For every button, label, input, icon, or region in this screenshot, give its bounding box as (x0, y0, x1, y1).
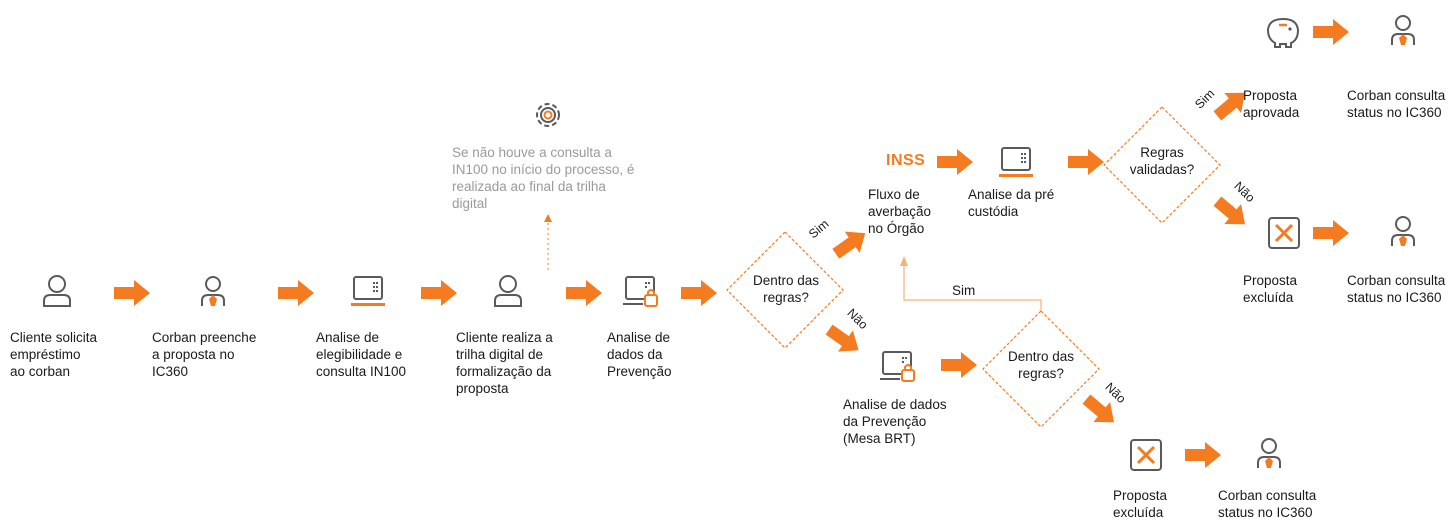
step-cliente-trilha: Cliente realiza a trilha digital de form… (456, 330, 553, 396)
flow-arrow (1313, 19, 1349, 45)
tablet-lock-icon (879, 351, 915, 382)
step-analise-elegibilidade: Analise de elegibilidade e consulta IN10… (316, 330, 407, 379)
inss-label: INSS (886, 152, 926, 169)
outcome-proposta-excluida-2: Proposta excluída (1113, 488, 1168, 520)
flow-arrow (114, 280, 150, 306)
corban-person-icon (1257, 438, 1281, 469)
person-icon (43, 275, 71, 307)
step-analise-mesa-brt: Analise de dados da Prevenção (Mesa BRT) (843, 397, 947, 446)
in100-note: Se não houve a consulta a IN100 no iníci… (452, 145, 635, 211)
piggy-bank-icon (1266, 17, 1300, 48)
tablet-lock-icon (622, 276, 658, 307)
outcome-proposta-excluida-1: Proposta excluída (1243, 273, 1298, 305)
decision-regras-validadas-label: Regras validadas? (1129, 145, 1195, 177)
step-fluxo-averbacao: Fluxo de averbação no Órgão (868, 187, 932, 236)
outcome-corban-status-2: Corban consulta status no IC360 (1347, 273, 1446, 305)
flow-arrow (1313, 220, 1349, 246)
outcome-corban-status-3: Corban consulta status no IC360 (1218, 488, 1317, 520)
corban-person-icon (1391, 216, 1415, 247)
corban-person-icon (1391, 15, 1415, 46)
arrow-sim-1 (828, 222, 873, 265)
sim-back-arrowhead (900, 256, 908, 266)
cancel-x-icon (1267, 216, 1301, 250)
person-icon (494, 275, 522, 307)
connector-arrowhead (544, 214, 552, 222)
flow-arrow (1068, 149, 1104, 175)
decision-dentro-regras-1-label: Dentro das regras? (752, 273, 820, 305)
flow-arrow (278, 280, 314, 306)
step-cliente-solicita: Cliente solicita empréstimo ao corban (10, 330, 98, 379)
flow-arrow (681, 280, 717, 306)
flow-arrow (937, 149, 973, 175)
cancel-x-icon (1129, 438, 1163, 472)
corban-person-icon (201, 276, 225, 307)
outcome-corban-status-1: Corban consulta status no IC360 (1347, 88, 1446, 120)
tablet-icon (998, 147, 1034, 178)
branch-sim-back: Sim (952, 283, 976, 298)
tablet-icon (350, 276, 386, 307)
flow-arrow (1185, 442, 1221, 468)
flow-arrow (566, 280, 602, 306)
gear-icon (536, 103, 560, 127)
flow-arrow (421, 280, 457, 306)
flow-arrow (941, 352, 977, 378)
step-corban-preenche: Corban preenche a proposta no IC360 (152, 330, 257, 379)
decision-dentro-regras-2-label: Dentro das regras? (1007, 349, 1075, 381)
step-analise-pre-custodia: Analise da pré custódia (968, 187, 1055, 219)
outcome-proposta-aprovada: Proposta aprovada (1243, 88, 1300, 120)
sim-back-path (903, 262, 1042, 311)
step-analise-prevencao: Analise de dados da Prevenção (607, 330, 672, 379)
